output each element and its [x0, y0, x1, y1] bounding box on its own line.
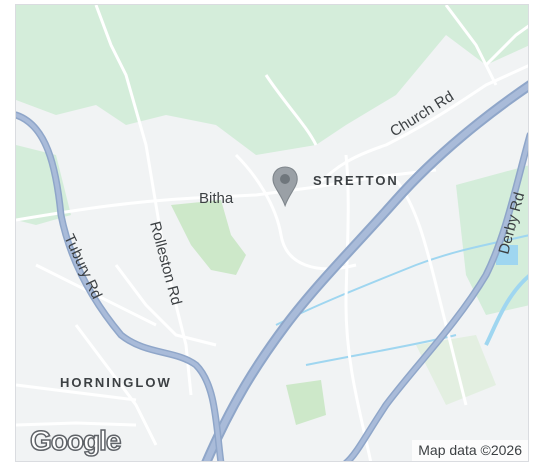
park-area-south [286, 380, 326, 425]
park-area-north [16, 5, 528, 155]
map-view[interactable]: Church Rd Bitha STRETTON Derby Rd Tubury… [15, 4, 529, 462]
google-logo: Google [29, 424, 122, 457]
park-area-mid [171, 200, 246, 275]
major-roads [16, 80, 528, 461]
label-stretton: STRETTON [313, 173, 399, 188]
label-bitha: Bitha [199, 190, 234, 207]
water-river [484, 274, 528, 346]
label-horninglow: HORNINGLOW [60, 375, 172, 390]
water-canal [275, 234, 528, 326]
map-attribution[interactable]: Map data ©2026 [412, 440, 528, 461]
map-canvas[interactable]: Church Rd Bitha STRETTON Derby Rd Tubury… [16, 5, 529, 462]
map-pin-icon[interactable] [272, 166, 298, 208]
water-pool [496, 245, 518, 265]
minor-roads [16, 5, 528, 461]
